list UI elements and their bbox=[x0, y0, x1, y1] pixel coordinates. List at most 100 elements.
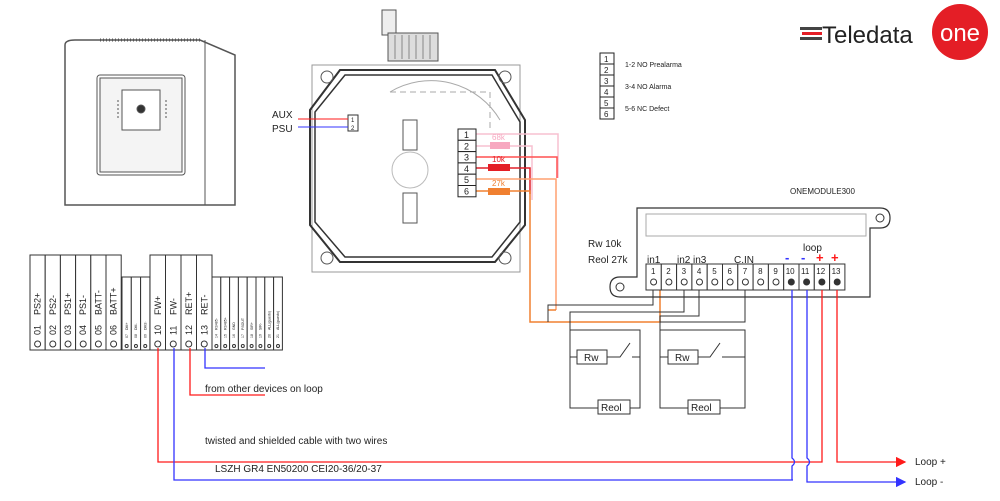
panel-terminal-label: PS2+ bbox=[33, 293, 43, 315]
panel-terminal-number: 04 bbox=[78, 325, 88, 335]
screw-icon bbox=[803, 278, 811, 286]
screw-icon bbox=[833, 278, 841, 286]
panel-terminal-number: 13 bbox=[199, 325, 209, 335]
panel-terminal-number: 01 bbox=[33, 325, 43, 335]
screw-icon bbox=[650, 278, 658, 286]
panel-terminal-label: ALL(guasto) bbox=[276, 311, 280, 330]
panel-terminal-number: 21 bbox=[276, 334, 280, 338]
legend-item: 3-4 NO Alarma bbox=[625, 84, 671, 91]
panel-terminal bbox=[105, 254, 122, 351]
relay-terminal-number: 2 bbox=[464, 141, 469, 151]
panel-terminal-label: DM- bbox=[134, 323, 138, 330]
panel-terminal-number: 20 bbox=[267, 334, 271, 338]
relay-wires bbox=[476, 133, 661, 323]
input-circuits bbox=[547, 290, 746, 415]
screw-icon bbox=[696, 278, 703, 286]
panel-terminal-label: PS1+ bbox=[63, 293, 73, 315]
note-cable: twisted and shielded cable with two wire… bbox=[205, 436, 387, 447]
panel-terminal bbox=[140, 276, 151, 351]
group-cin: C.IN bbox=[734, 255, 754, 266]
panel-terminal-number: 18 bbox=[250, 334, 254, 338]
screw-icon bbox=[249, 344, 254, 348]
note-other-devices: from other devices on loop bbox=[205, 384, 323, 395]
screw-icon bbox=[94, 340, 102, 348]
panel-terminal-number: 05 bbox=[93, 325, 103, 335]
group-in3: in3 bbox=[693, 255, 707, 266]
legend-terminal-number: 5 bbox=[604, 99, 609, 108]
panel-terminal bbox=[255, 276, 266, 351]
screw-icon bbox=[64, 340, 72, 348]
screw-icon bbox=[34, 340, 42, 348]
panel-terminal-strip: 01PS2+02PS2-03PS1+04PS1-05BATT-06BATT+07… bbox=[29, 254, 283, 351]
panel-terminal bbox=[211, 276, 222, 351]
panel-terminal-label: RS485+ bbox=[223, 317, 227, 330]
panel-terminal-label: DM2- bbox=[143, 321, 147, 330]
screw-icon bbox=[223, 344, 228, 348]
screw-icon bbox=[741, 278, 749, 286]
module-terminal-number: 12 bbox=[816, 267, 825, 276]
aux-label: AUX bbox=[272, 110, 293, 121]
screw-icon bbox=[79, 340, 87, 348]
polarity-plus: + bbox=[816, 250, 824, 265]
panel-terminal-number: 11 bbox=[168, 326, 178, 335]
reol-label: Reol bbox=[601, 403, 622, 414]
panel-terminal-number: 03 bbox=[63, 325, 73, 335]
legend-terminal-number: 1 bbox=[604, 55, 609, 64]
panel-terminal-number: 10 bbox=[153, 325, 163, 335]
panel-terminal-label: GND bbox=[232, 322, 236, 330]
device-illustration bbox=[64, 38, 236, 206]
screw-icon bbox=[267, 344, 272, 348]
relay-terminal-number: 5 bbox=[464, 175, 469, 185]
panel-terminal-label: DM+ bbox=[125, 323, 129, 331]
screw-icon bbox=[110, 340, 118, 348]
relay-terminal bbox=[457, 185, 477, 198]
screw-icon bbox=[258, 344, 263, 348]
resistor-68k bbox=[490, 142, 510, 149]
resistor-10k-label: 10k bbox=[492, 155, 506, 164]
rw-label: Rw bbox=[675, 353, 690, 364]
screw-icon bbox=[818, 278, 826, 286]
panel-terminal bbox=[246, 276, 257, 351]
panel-terminal-label: SIR- bbox=[259, 322, 263, 330]
module-terminal-number: 11 bbox=[801, 267, 810, 276]
polarity-minus: - bbox=[801, 250, 805, 265]
screw-icon bbox=[143, 344, 148, 348]
screw-icon bbox=[665, 278, 673, 286]
svg-text:2: 2 bbox=[351, 126, 355, 132]
screw-icon bbox=[185, 340, 193, 348]
panel-terminal-label: RET- bbox=[199, 294, 209, 315]
screw-icon bbox=[232, 344, 236, 348]
panel-terminal-number: 09 bbox=[143, 334, 147, 338]
panel-terminal-label: PS1- bbox=[78, 295, 88, 315]
panel-terminal-label: ALL(guasto) bbox=[267, 311, 271, 330]
module-terminal-number: 8 bbox=[758, 267, 763, 276]
loop-minus-label: Loop - bbox=[915, 477, 943, 488]
screw-icon bbox=[757, 278, 765, 286]
polarity-plus: + bbox=[831, 250, 839, 265]
resistor-27k bbox=[488, 188, 510, 195]
module-terminal-number: 9 bbox=[773, 267, 778, 276]
rw-spec: Rw 10k bbox=[588, 239, 622, 250]
panel-terminal-label: BATT+ bbox=[109, 287, 119, 315]
group-loop: loop bbox=[803, 243, 822, 254]
panel-terminal-number: 02 bbox=[48, 325, 58, 335]
svg-text:1: 1 bbox=[351, 118, 355, 124]
aux-terminal: 1 2 bbox=[347, 114, 359, 132]
note-cable-spec: LSZH GR4 EN50200 CEI20-36/20-37 bbox=[215, 464, 382, 475]
logo-text: Teledata bbox=[822, 22, 913, 49]
module-terminal-number: 5 bbox=[712, 267, 717, 276]
panel-terminal bbox=[273, 276, 283, 351]
module-terminal-number: 2 bbox=[666, 267, 671, 276]
screw-icon bbox=[772, 278, 780, 286]
panel-terminal-number: 14 bbox=[215, 334, 219, 338]
screw-icon bbox=[240, 344, 245, 348]
screw-icon bbox=[124, 344, 129, 348]
module-terminal-number: 4 bbox=[697, 267, 702, 276]
legend-terminal-number: 4 bbox=[604, 88, 609, 97]
panel-terminal-number: 07 bbox=[125, 334, 129, 338]
module-title: ONEMODULE300 bbox=[790, 187, 855, 196]
panel-terminal-number: 12 bbox=[184, 325, 194, 335]
